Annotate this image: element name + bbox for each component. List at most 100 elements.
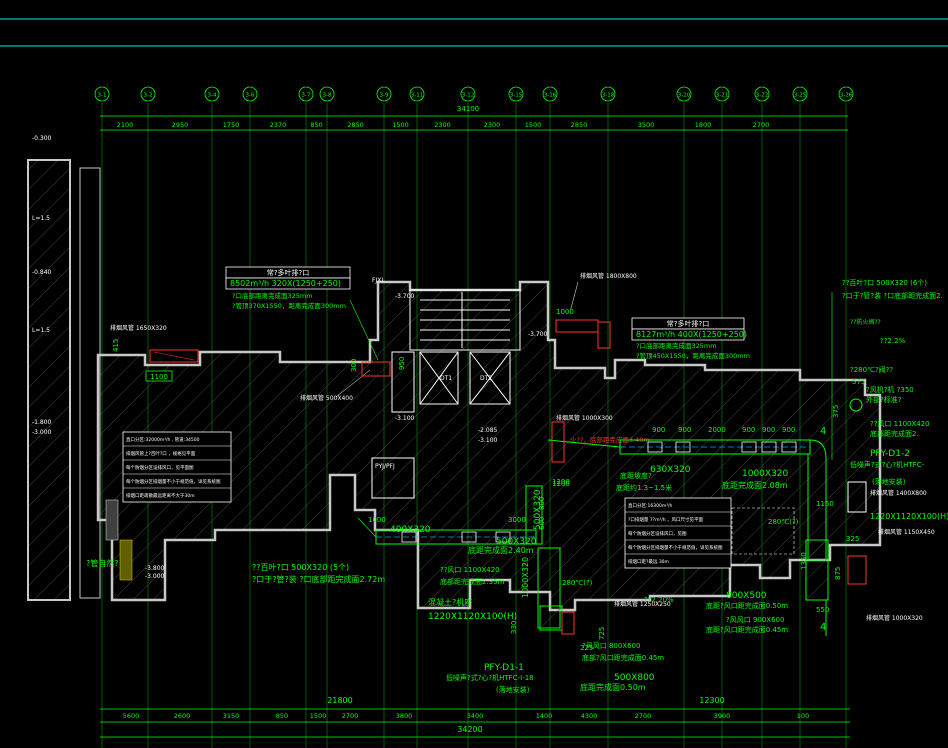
bottom-dim-value: 3900 (714, 712, 731, 720)
bottom-dim-value: 5600 (123, 712, 140, 720)
left-exhaust-duct (149, 349, 199, 363)
left-strip-wall (27, 159, 71, 601)
right-fan-900-600: ?风风口 900X600 (726, 616, 784, 624)
left-duct-group: 排烟风管 1650X320 415 1100 (110, 324, 199, 382)
fj-label: FJXL (372, 277, 385, 284)
exhaust-fan: 排烟风管 1250X250 (614, 600, 671, 608)
dim-330: 330 (510, 621, 518, 634)
top-dim-value: 2300 (484, 121, 501, 129)
axis-label: 3-16 (544, 93, 557, 99)
duct-floor-208: 底距完成面2.08m (722, 480, 788, 490)
left-bot-marker (119, 539, 133, 581)
duct-1000-320: 1000X320 (742, 469, 789, 479)
dim-2000: 2000 (708, 426, 726, 434)
dim-900c: 900 (742, 426, 755, 434)
axis-label: 3-12 (462, 93, 474, 99)
dim-300: 300 (350, 359, 358, 372)
mixed-box: 混凝土?机座 (428, 597, 472, 607)
mid-box-line-2: 每个防烟分区设排风口，见图 (628, 530, 687, 537)
left-level-0: -0.840 (32, 269, 52, 276)
right-louver-callout: 常?多叶排?口 8127m³/h 400X(1250+250) ?口底部距离完成… (631, 317, 750, 360)
dim-1000a: 1000 (556, 308, 574, 316)
bottom-dim-value: 1500 (310, 712, 327, 720)
dim-600v: 600 (538, 517, 546, 530)
far-right-8: ??风口 1100X420 (870, 420, 930, 428)
dim-950: 950 (398, 357, 406, 370)
damper-symbol (849, 398, 863, 412)
stair-level-2: -3.700 (528, 331, 548, 338)
top-dim-value: 1750 (223, 121, 240, 129)
bottom-dim-value: 2700 (635, 712, 652, 720)
dim-900d: 900 (762, 426, 775, 434)
slope-note: 底距坡度? (620, 471, 652, 480)
top-dim-value: 1500 (525, 121, 542, 129)
dim-575: 575 (852, 378, 865, 386)
dim-900a: 900 (652, 426, 665, 434)
room-fan-label: PYJ/PFJ (375, 463, 395, 470)
left-bot-level-1: -3.000 (145, 573, 165, 580)
left-shaft (79, 167, 101, 599)
slope-val: 底距约1.3~1.5米 (616, 483, 672, 492)
axis-bubble (508, 86, 524, 102)
bottom-dim-value: 3150 (223, 712, 240, 720)
left-level-2: -3.000 (32, 429, 52, 436)
stair-level-3: -3.100 (395, 415, 415, 422)
left-bot-level-0: -3.800 (145, 565, 165, 572)
pfy-d1-2-note: (落地安装) (872, 477, 906, 486)
bottom-dim-value: 1400 (536, 712, 553, 720)
far-right-6: ?风机?机 ?350 (866, 385, 914, 394)
axis-label: 3-8 (323, 93, 332, 99)
dim-550: 550 (816, 606, 829, 614)
bottom-dim-value: 4300 (581, 712, 598, 720)
axis-bubble (409, 86, 425, 102)
left-dim-415: 415 (112, 339, 120, 352)
red-text: 火??，底部距完成面3.40m (570, 435, 650, 444)
top-overall-dim: 34100 (457, 105, 479, 113)
sidewall-floor: 底部距完成面2.35m (440, 577, 505, 586)
mid-fan-tag: 排烟风管 500X400 (300, 394, 353, 402)
top-dim-value: 850 (310, 121, 322, 129)
right-fan-unit (805, 539, 829, 601)
dim-900e: 900 (782, 426, 795, 434)
left-mid-duct-run (375, 485, 575, 635)
duct-1000b: 1000 (368, 516, 386, 524)
floor-050: 底距完成面0.50m (580, 682, 646, 692)
left-l-1: L=1.5 (32, 327, 50, 334)
mid-exhaust-duct (361, 361, 391, 377)
floor-240: 底距完成面2.40m (468, 545, 534, 555)
v-1000x320: 1000X320 (521, 557, 530, 598)
mid-level: -2.085 (478, 427, 498, 434)
top-dim-value: 2300 (434, 121, 451, 129)
dim-1200: 1200 (552, 480, 570, 488)
top-right-fan: 排烟风管 1800X800 (580, 272, 637, 280)
right-room (731, 507, 795, 555)
right-note-1: ?口底部距离完成面325mm (636, 341, 717, 350)
pct-220: ??2.20% (644, 596, 674, 604)
left-fan-tag: 排烟风管 1650X320 (110, 324, 167, 332)
axis-label: 3-11 (411, 93, 423, 99)
axis-label: 3-15 (510, 93, 523, 99)
right-box-title: 常?多叶排?口 (667, 319, 709, 328)
axis-label: 3-25 (794, 93, 807, 99)
top-note-2: ?管顶370X1550，距离完成面300mm (232, 301, 346, 310)
bottom-dim-value: 2600 (174, 712, 191, 720)
axis-label: 3-4 (208, 93, 217, 99)
left-bot-text: ?管自然? (86, 558, 119, 568)
far-right-5: ?280℃?阀?? (850, 365, 893, 374)
elevator-2: DT2 (480, 375, 492, 382)
axis-label: 3-7 (302, 93, 311, 99)
far-right-4: ??2.2% (880, 337, 906, 345)
axis-bubble (714, 86, 730, 102)
top-note-1: ?口底部距离完成面325mm (232, 291, 313, 300)
room-280: 280℃(?) (768, 518, 799, 526)
axis-bubble (460, 86, 476, 102)
top-dim-value: 2850 (347, 121, 364, 129)
duct-630: 630X320 (650, 465, 691, 475)
mid-box-line-0: 直口分区:16300m³/h (628, 502, 673, 509)
bottom-overall-left: 21800 (327, 696, 352, 705)
left-box-line-3: 每个防烟分区排烟量不小于规范值，详见系统图 (126, 478, 221, 485)
pfy-d1-2-fan: 排烟风管 1400X800 (870, 489, 927, 497)
fan-900-600: ?风风口 800X600 (582, 642, 640, 650)
